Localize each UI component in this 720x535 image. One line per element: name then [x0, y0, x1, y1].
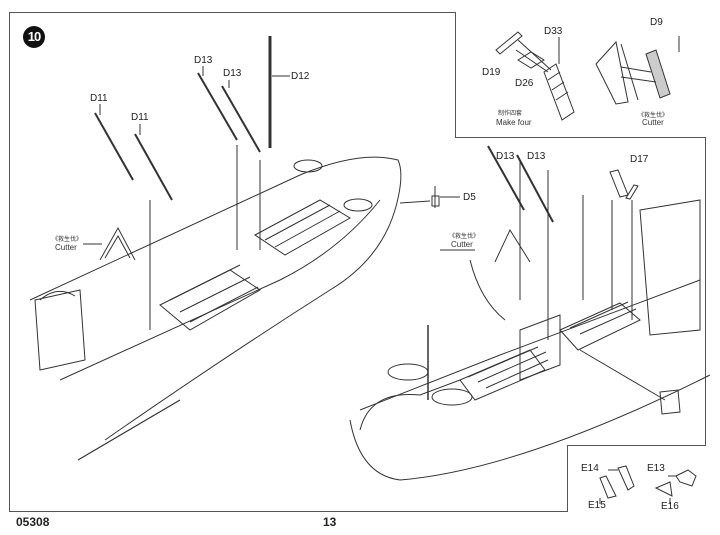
- callout-d17: D17: [630, 154, 649, 165]
- inset-cutter-en: Cutter: [642, 118, 664, 127]
- inset-callout-d19: D19: [482, 67, 501, 78]
- part-e16: [654, 481, 673, 497]
- part-loose-box: [659, 389, 681, 415]
- part-d13-a: [197, 72, 238, 141]
- left-bow-tub-2: [343, 198, 373, 212]
- cutter-note-left-en: Cutter: [55, 243, 77, 252]
- left-bow-tub-1: [293, 159, 323, 173]
- page-number: 13: [323, 515, 337, 529]
- inset-callout-d26: D26: [515, 78, 534, 89]
- cutter-note-left-cn: 《救生伐》: [52, 236, 83, 243]
- step-number-badge: 10: [23, 26, 45, 48]
- part-d13-c: [487, 145, 525, 211]
- inset-cutter-cn: 《救生伐》: [638, 112, 669, 119]
- inset-ladder-cutter: D33 D19 D26 D9 制作四套 Make four 《救生伐》 Cutt…: [455, 12, 706, 138]
- cutter-note-right-cn: 《救生伐》: [449, 233, 480, 240]
- make-four-en: Make four: [496, 118, 532, 127]
- callout-d11-b: D11: [131, 112, 149, 123]
- part-d17-a: [609, 169, 629, 198]
- right-cutter-part: [494, 228, 531, 263]
- right-ship-hull: [349, 374, 711, 481]
- left-hatch-covers: [159, 199, 351, 331]
- kit-code: 05308: [16, 515, 50, 529]
- inset-callout-e15: E15: [588, 500, 606, 511]
- part-d33-ladder: [543, 63, 575, 121]
- part-d11-b: [134, 133, 173, 201]
- part-d26: [517, 51, 545, 69]
- cutter-note-right-en: Cutter: [451, 240, 473, 249]
- inset-e-parts: E14 E15 E13 E16: [567, 445, 706, 512]
- left-ship-deckline: [59, 199, 381, 381]
- left-ship-hull: [29, 156, 402, 441]
- part-e13: [675, 469, 697, 487]
- callout-d13-a: D13: [194, 55, 213, 66]
- inset-callout-d33: D33: [544, 26, 563, 37]
- diagram-frame: [9, 12, 706, 512]
- callout-d13-c: D13: [496, 151, 515, 162]
- part-d13-d: [516, 154, 554, 223]
- part-d9: [645, 49, 671, 99]
- part-e14: [617, 465, 635, 491]
- part-d13-b: [221, 85, 261, 153]
- right-bow-tub-1: [387, 363, 429, 381]
- right-bridge-block: [519, 314, 561, 381]
- part-d17-b: [625, 184, 639, 200]
- inset-callout-e13: E13: [647, 463, 665, 474]
- left-superstructure: [34, 289, 86, 371]
- part-d5: [431, 186, 440, 208]
- right-stern-detail: [639, 199, 701, 336]
- callout-d13-d: D13: [527, 151, 546, 162]
- left-cutter-part: [99, 226, 136, 261]
- right-ship-deckline: [359, 279, 701, 411]
- callout-d11-a: D11: [90, 93, 108, 104]
- right-ship-foredeck: [359, 379, 461, 431]
- callout-d5: D5: [463, 192, 476, 203]
- right-bow-tub-2: [431, 388, 473, 406]
- callout-d12: D12: [291, 71, 310, 82]
- inset-callout-d9: D9: [650, 17, 663, 28]
- inset-callout-e16: E16: [661, 501, 679, 512]
- inset-callout-e14: E14: [581, 463, 599, 474]
- cutter-frame: [595, 40, 639, 105]
- inset-top-drawing: [495, 31, 680, 121]
- left-ship-keel-line: [77, 399, 181, 461]
- part-e15: [599, 475, 617, 499]
- right-hatch-covers: [459, 301, 641, 401]
- part-d11-a: [94, 112, 134, 181]
- part-d19: [495, 31, 523, 55]
- callout-d13-b: D13: [223, 68, 242, 79]
- inset-bottom-drawing: [599, 465, 697, 504]
- make-four-cn: 制作四套: [498, 110, 523, 117]
